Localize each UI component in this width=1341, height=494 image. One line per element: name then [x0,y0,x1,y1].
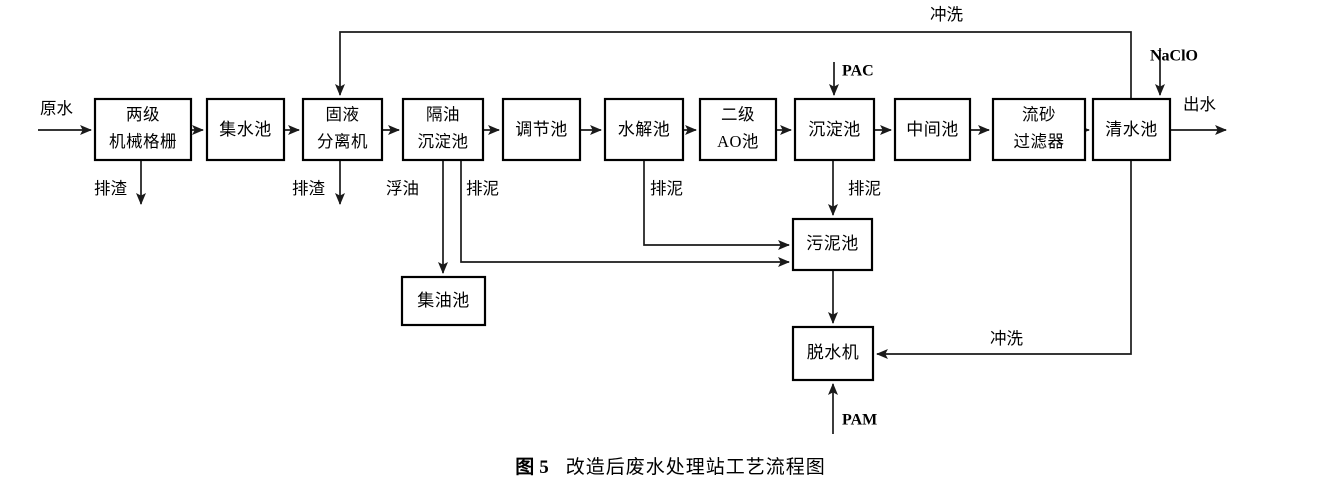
node-two-stage-ao-tank[interactable]: 二级 AO池 [698,97,778,162]
label-naclo-dosing: NaClO [1150,48,1198,65]
node-intermediate-tank[interactable]: 中间池 [893,97,972,162]
node-collection-tank[interactable]: 集水池 [205,97,286,162]
node-coarse-screen-label-line2: 机械格栅 [109,132,177,151]
label-effluent: 出水 [1183,95,1217,114]
node-equalization-tank-label: 调节池 [515,120,568,139]
node-sludge-tank-label: 污泥池 [806,234,859,253]
stream-labels: 原水 出水 排渣 排渣 浮油 排泥 排泥 排泥 PAC NaClO PAM 冲洗… [40,5,1217,429]
label-raw-water: 原水 [40,99,74,118]
conn-backwash-bottom-to-dewatering [876,160,1132,359]
conn-oilsep-sludge-to-sludgetank [460,160,790,267]
label-sludge-hydrolysis: 排泥 [650,179,683,198]
chemical-dosing-connectors [828,48,1165,434]
node-coarse-screen-label-line1: 两级 [126,105,160,124]
label-pam-dosing: PAM [842,412,877,429]
figure-caption-number: 5 [539,457,550,478]
node-two-stage-ao-tank-label-line1: 二级 [721,105,755,124]
node-oil-collection-tank-label: 集油池 [417,291,470,310]
label-residue-screen: 排渣 [94,179,128,198]
node-oil-separation-tank[interactable]: 隔油 沉淀池 [401,97,485,162]
node-dewatering-machine-label: 脱水机 [807,343,860,362]
node-clean-water-tank[interactable]: 清水池 [1091,97,1172,162]
conn-hydrolysis-sludge-to-sludgetank [643,160,790,250]
label-pac-dosing: PAC [842,63,874,80]
node-oil-separation-tank-label-line1: 隔油 [426,105,460,124]
node-hydrolysis-tank-label: 水解池 [618,120,671,139]
node-solid-liquid-separator-label-line1: 固液 [326,105,360,124]
node-intermediate-tank-label: 中间池 [906,120,959,139]
backwash-connectors [335,31,1132,359]
sludge-routing-connectors [438,160,838,324]
node-sludge-tank[interactable]: 污泥池 [791,217,874,272]
node-solid-liquid-separator[interactable]: 固液 分离机 [301,97,384,162]
residue-connectors [136,160,345,205]
node-sedimentation-tank[interactable]: 沉淀池 [793,97,876,162]
node-dewatering-machine[interactable]: 脱水机 [791,325,875,382]
node-oil-separation-tank-label-line2: 沉淀池 [418,132,469,151]
label-floating-oil: 浮油 [386,179,419,198]
node-boxes: 两级 机械格栅 集水池 固液 分离机 隔油 沉淀池 调节池 [93,97,1172,382]
node-two-stage-ao-tank-label-line2: AO池 [717,132,759,151]
label-backwash-bottom: 冲洗 [990,329,1024,348]
figure-caption-title: 改造后废水处理站工艺流程图 [565,457,826,478]
label-residue-separator: 排渣 [292,179,326,198]
node-clean-water-tank-label: 清水池 [1105,120,1158,139]
node-sand-filter[interactable]: 流砂 过滤器 [991,97,1087,162]
conn-backwash-top-to-separator [335,31,1132,99]
node-sedimentation-tank-label: 沉淀池 [808,120,861,139]
label-backwash-top: 冲洗 [930,5,964,24]
node-sand-filter-label-line2: 过滤器 [1014,132,1065,151]
node-hydrolysis-tank[interactable]: 水解池 [603,97,685,162]
node-solid-liquid-separator-label-line2: 分离机 [317,132,368,151]
label-sludge-oilsep: 排泥 [466,179,499,198]
label-sludge-sedimentation: 排泥 [848,179,881,198]
node-collection-tank-label: 集水池 [219,120,272,139]
figure-caption-prefix: 图 [515,457,536,478]
node-oil-collection-tank[interactable]: 集油池 [400,275,487,327]
node-equalization-tank[interactable]: 调节池 [501,97,582,162]
node-coarse-screen[interactable]: 两级 机械格栅 [93,97,193,162]
node-sand-filter-label-line1: 流砂 [1022,105,1056,124]
